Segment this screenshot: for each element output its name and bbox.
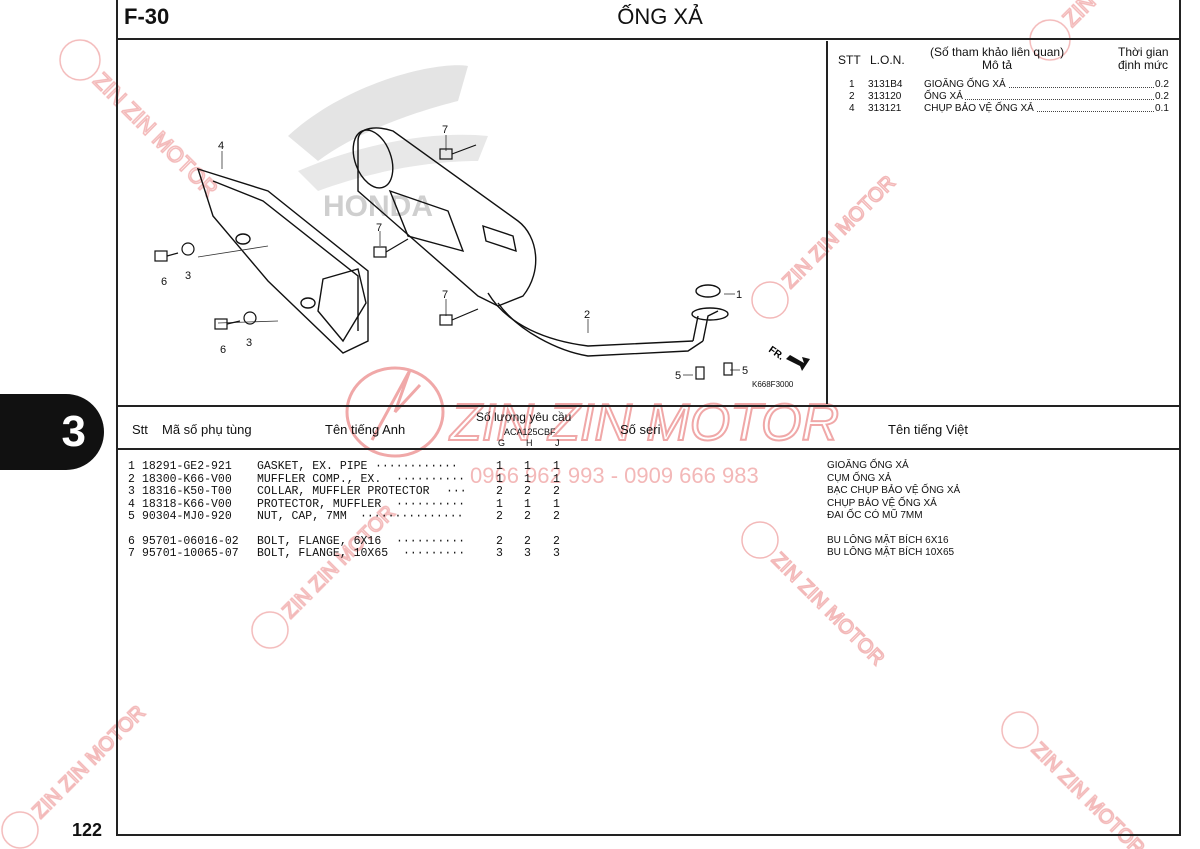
viet-name: BU LÔNG MẶT BÍCH 6X16 xyxy=(827,534,949,546)
front-arrow: FR. xyxy=(766,344,810,371)
ref-row: 1 3131B4 GIOĂNG ỐNG XẢ 0.2 xyxy=(849,79,1169,91)
ref-header-lon: L.O.N. xyxy=(870,53,905,67)
col-english: Tên tiếng Anh xyxy=(325,422,406,437)
fasteners xyxy=(154,144,733,380)
col-qty: Số lượng yêu cầu xyxy=(476,410,572,424)
honda-wing-logo: HONDA xyxy=(288,65,488,223)
central-watermark: ZIN ZIN MOTOR 0966 962 993 - 0909 666 98… xyxy=(345,366,840,488)
callout-6a: 6 xyxy=(161,276,167,288)
page-number: 122 xyxy=(72,820,103,840)
callout-5b: 5 xyxy=(742,365,748,377)
viet-name: GIOĂNG ỐNG XẢ xyxy=(827,460,909,471)
viet-name: CỤM ỐNG XẢ xyxy=(827,472,892,484)
ref-header-time-top: Thời gian xyxy=(1118,45,1169,59)
viet-name: ĐAI ỐC CÓ MŨ 7MM xyxy=(827,510,923,521)
section-tab: 3 xyxy=(0,394,104,470)
col-j: J xyxy=(555,438,560,448)
col-stt: Stt xyxy=(132,422,148,437)
callout-3b: 3 xyxy=(246,337,252,349)
reference-rows: 1 3131B4 GIOĂNG ỐNG XẢ 0.2 2 313120 ỐNG … xyxy=(828,79,1179,115)
page-code: F-30 xyxy=(124,4,170,29)
exploded-diagram: HONDA xyxy=(118,41,826,404)
col-vietnamese: Tên tiếng Việt xyxy=(888,422,968,437)
col-part-no: Mã số phụ tùng xyxy=(162,422,252,437)
col-serial: Số seri xyxy=(620,422,661,437)
muffler-body xyxy=(352,127,729,357)
callout-7a: 7 xyxy=(442,124,448,136)
col-h: H xyxy=(526,438,533,448)
front-label: FR. xyxy=(766,344,786,362)
central-watermark-brand: ZIN ZIN MOTOR xyxy=(448,394,839,452)
page-frame xyxy=(116,0,1181,836)
reference-header: STT L.O.N. (Số tham khảo liên quan) Mô t… xyxy=(828,45,1179,75)
callout-5a: 5 xyxy=(675,370,681,382)
callout-1: 1 xyxy=(736,289,742,301)
callout-7c: 7 xyxy=(442,289,448,301)
col-model: ACA125CBF xyxy=(504,427,556,437)
viet-name: BU LÔNG MẶT BÍCH 10X65 xyxy=(827,547,955,558)
viet-name: CHỤP BẢO VỆ ỐNG XẢ xyxy=(827,497,937,509)
page-title: ỐNG XẢ xyxy=(617,4,703,29)
callout-3a: 3 xyxy=(185,270,191,282)
ref-header-desc-bottom: Mô tả xyxy=(982,58,1013,72)
ref-row: 2 313120 ỐNG XẢ 0.2 xyxy=(849,91,1169,103)
callout-2: 2 xyxy=(584,309,590,321)
figure-code: K668F3000 xyxy=(752,380,794,389)
vietnamese-names: GIOĂNG ỐNG XẢ CỤM ỐNG XẢ BẠC CHỤP BẢO VỆ… xyxy=(827,460,960,560)
muffler-protector xyxy=(196,167,369,354)
ref-header-desc-top: (Số tham khảo liên quan) xyxy=(930,45,1065,59)
ref-row: 4 313121 CHỤP BẢO VỆ ỐNG XẢ 0.1 xyxy=(849,103,1169,115)
viet-name: BẠC CHỤP BẢO VỆ ỐNG XẢ xyxy=(827,485,961,496)
callout-7b: 7 xyxy=(376,222,382,234)
col-g: G xyxy=(498,438,506,448)
callout-6b: 6 xyxy=(220,344,226,356)
parts-table-header: Stt Mã số phụ tùng Tên tiếng Anh Số lượn… xyxy=(118,405,1179,450)
honda-wordmark: HONDA xyxy=(323,190,433,223)
callout-4: 4 xyxy=(218,140,224,152)
ref-header-stt: STT xyxy=(838,53,861,67)
title-bar xyxy=(116,0,1181,40)
central-watermark-phones: 0966 962 993 - 0909 666 983 xyxy=(470,463,759,488)
reference-panel: STT L.O.N. (Số tham khảo liên quan) Mô t… xyxy=(826,41,1179,404)
ref-header-time-bottom: định mức xyxy=(1118,58,1169,72)
